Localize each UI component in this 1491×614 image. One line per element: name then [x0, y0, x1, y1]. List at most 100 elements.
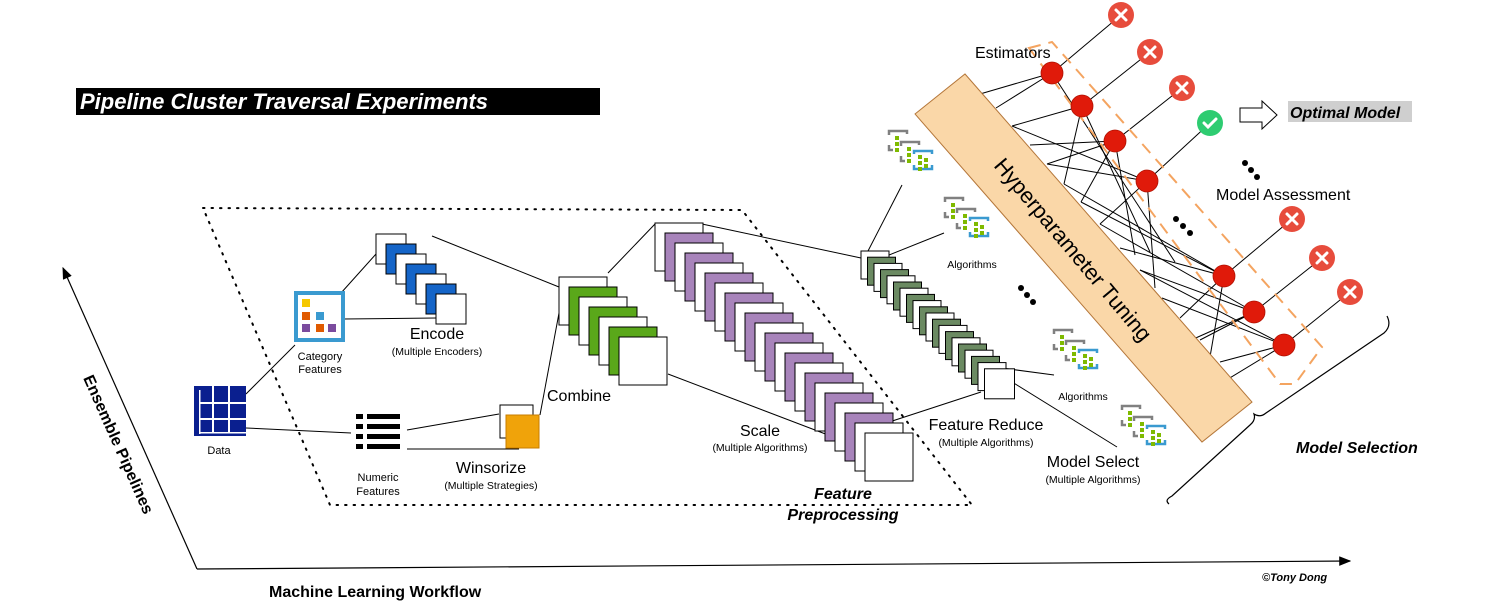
model-select-label: Model Select (Multiple Algorithms): [1045, 454, 1140, 486]
network-line: [1146, 180, 1156, 289]
svg-text:(Multiple Algorithms): (Multiple Algorithms): [938, 437, 1033, 449]
fail-badge-icon: [1108, 2, 1134, 28]
title-block: Pipeline Cluster Traversal Experiments: [76, 88, 600, 115]
stack-card: [984, 368, 1015, 400]
feature-preprocessing-label: Feature Preprocessing: [787, 486, 898, 524]
fail-badge-icon: [1337, 279, 1363, 305]
x-axis-arrow: [196, 556, 1352, 570]
network-line: [1139, 269, 1285, 346]
estimator-network-lines: [979, 14, 1351, 391]
svg-text:Preprocessing: Preprocessing: [787, 507, 898, 524]
network-line: [1063, 183, 1225, 277]
svg-text:Encode: Encode: [410, 326, 464, 343]
stack-card: [435, 293, 467, 325]
estimator-node: [1135, 169, 1159, 193]
feature-reduce-label: Feature Reduce (Multiple Algorithms): [929, 417, 1044, 449]
data-label: Data: [207, 445, 231, 457]
model-assessment-label: Model Assessment: [1216, 187, 1351, 204]
estimators-dashed-box: [1027, 40, 1324, 385]
stack-card: [618, 336, 668, 386]
svg-text:Features: Features: [298, 364, 342, 376]
fail-badge-icon: [1279, 206, 1305, 232]
svg-text:Features: Features: [356, 486, 400, 498]
network-line: [1011, 105, 1083, 127]
svg-text:(Multiple Algorithms): (Multiple Algorithms): [1045, 474, 1140, 486]
data-table-icon: Data: [194, 386, 246, 457]
algorithm-icon: [1120, 404, 1167, 446]
copyright-label: ©Tony Dong: [1262, 572, 1327, 584]
network-line: [979, 72, 1053, 95]
assessment-line: [1146, 122, 1211, 182]
svg-text:Winsorize: Winsorize: [456, 460, 526, 477]
hyperparameter-tuning-label: Hyperparameter Tuning: [989, 153, 1157, 346]
svg-text:(Multiple Encoders): (Multiple Encoders): [392, 346, 482, 358]
network-line: [1099, 223, 1255, 313]
algorithms-label-2: Algorithms: [1058, 391, 1108, 403]
winsorize-stack: [499, 404, 540, 449]
numeric-features-icon: Numeric Features: [356, 414, 400, 498]
category-features-icon: Category Features: [294, 291, 345, 376]
model-selection-brace: [1166, 315, 1390, 505]
feature-preprocessing-region: [201, 206, 975, 506]
network-line: [1119, 247, 1225, 277]
estimators-label: Estimators: [975, 45, 1051, 62]
ellipsis-icon: [1242, 160, 1260, 180]
network-line: [1081, 105, 1151, 253]
winsorize-label: Winsorize (Multiple Strategies): [444, 460, 537, 492]
estimator-node: [1103, 129, 1127, 153]
scale-stack: [654, 222, 914, 482]
y-axis-label: Ensemble Pipelines: [79, 373, 156, 517]
estimator-node: [1040, 61, 1064, 85]
algorithm-icon: [887, 129, 934, 171]
check-badge-icon: [1197, 110, 1223, 136]
ellipsis-icon: [1173, 216, 1193, 236]
connectors: [245, 184, 1118, 450]
svg-text:Numeric: Numeric: [358, 472, 399, 484]
algorithm-icons: [887, 129, 1167, 446]
assessment-line: [1283, 291, 1351, 346]
feature-reduce-stack: [860, 250, 1015, 400]
title-background: [76, 88, 600, 115]
estimator-node: [1070, 94, 1094, 118]
svg-text:Feature: Feature: [814, 486, 872, 503]
svg-text:Scale: Scale: [740, 423, 780, 440]
network-line: [1161, 297, 1285, 346]
network-line: [1080, 201, 1225, 277]
right-arrow-icon: [1239, 99, 1278, 131]
estimator-nodes: [1040, 2, 1363, 357]
network-line: [1114, 140, 1136, 256]
assessment-line: [1114, 87, 1183, 142]
assessment-line: [1081, 51, 1151, 107]
combine-stack: [558, 276, 668, 386]
svg-text:(Multiple Algorithms): (Multiple Algorithms): [712, 442, 807, 454]
svg-text:Category: Category: [298, 351, 343, 363]
optimal-model-label: Optimal Model: [1290, 105, 1401, 122]
fail-badge-icon: [1309, 245, 1335, 271]
stack-card: [864, 432, 914, 482]
network-line: [1139, 269, 1255, 313]
fail-badge-icon: [1137, 39, 1163, 65]
page-title: Pipeline Cluster Traversal Experiments: [80, 89, 488, 114]
network-line: [1063, 105, 1083, 185]
svg-text:(Multiple Strategies): (Multiple Strategies): [444, 480, 537, 492]
assessment-line: [1223, 218, 1293, 277]
estimator-node: [1212, 264, 1236, 288]
svg-text:Feature Reduce: Feature Reduce: [929, 417, 1044, 434]
encode-label: Encode (Multiple Encoders): [392, 326, 482, 358]
network-line: [1046, 140, 1116, 165]
ellipsis-icon: [1018, 285, 1036, 305]
estimator-node: [1242, 300, 1266, 324]
scale-label: Scale (Multiple Algorithms): [712, 423, 807, 454]
assessment-line: [1253, 257, 1323, 313]
estimator-node: [1272, 333, 1296, 357]
encode-stack: [375, 233, 467, 325]
network-line: [1029, 140, 1116, 146]
algorithm-icon: [1052, 328, 1099, 370]
x-axis-label: Machine Learning Workflow: [269, 584, 482, 601]
assessment-line: [1051, 14, 1122, 74]
algorithm-icon: [943, 196, 990, 238]
svg-text:Model Select: Model Select: [1047, 454, 1140, 471]
algorithms-label-1: Algorithms: [947, 259, 997, 271]
fail-badge-icon: [1169, 75, 1195, 101]
